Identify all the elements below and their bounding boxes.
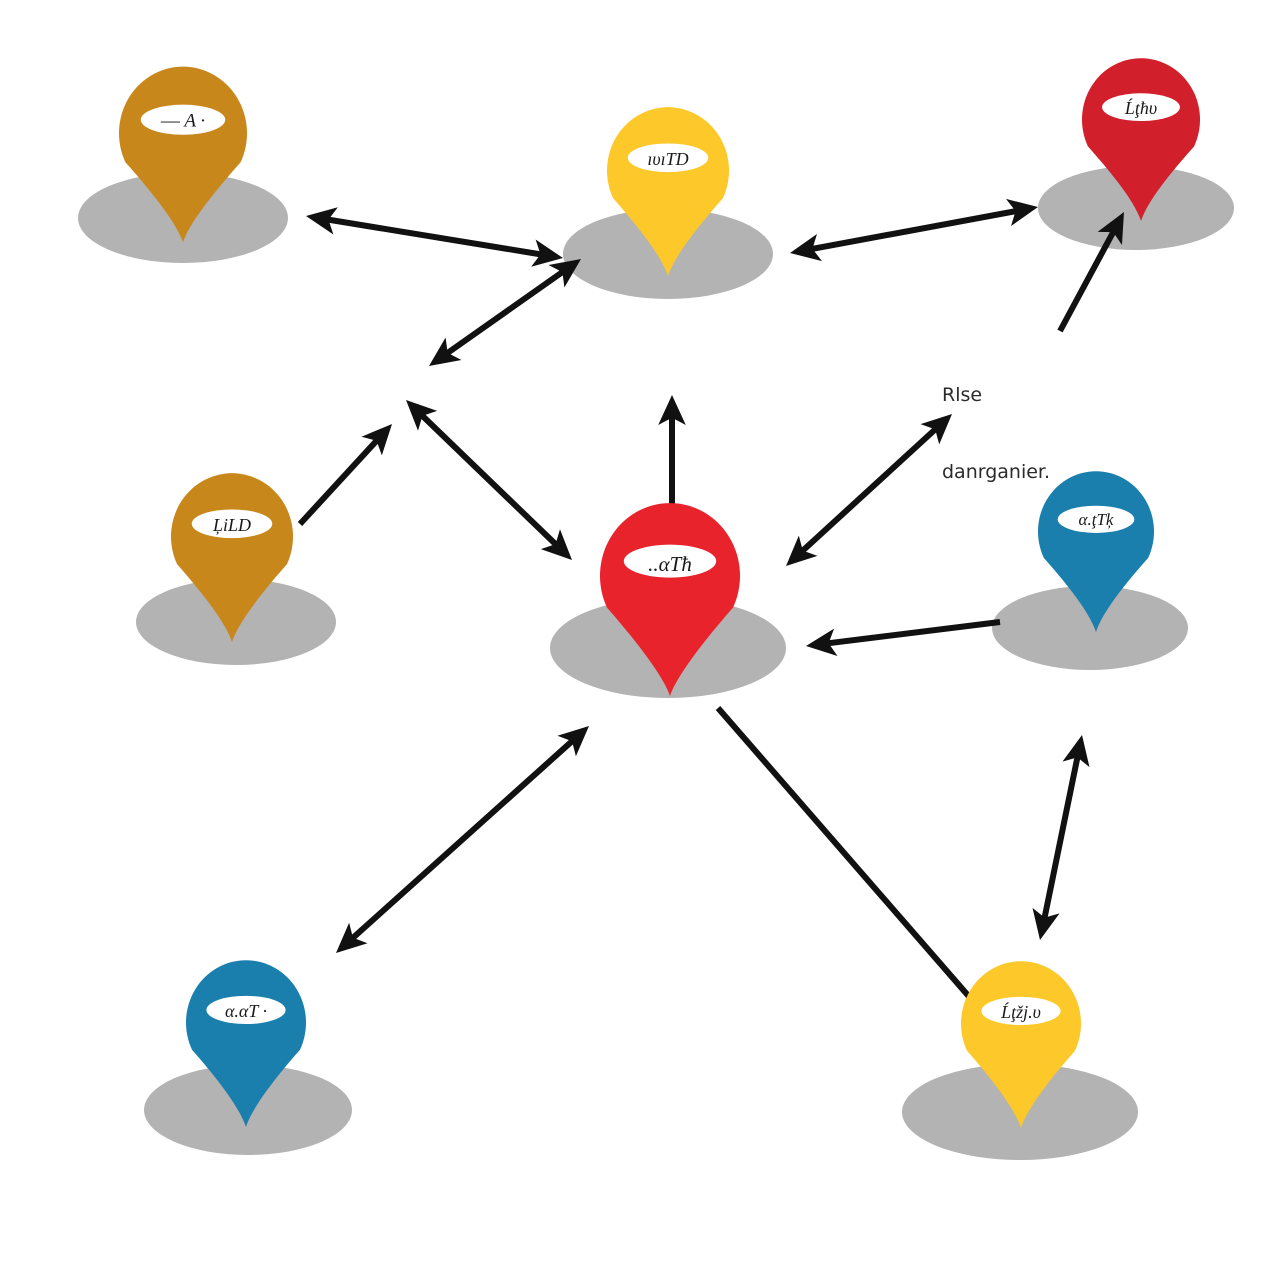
pin-label-plate [1102, 93, 1180, 122]
pin-label-plate [206, 995, 286, 1025]
map-pin-icon [186, 960, 306, 1127]
map-pin-icon [600, 503, 740, 696]
arrow-shaft [297, 437, 380, 527]
annotation-text: Rlse danrganier. [942, 332, 1050, 537]
pin-label-plate [1057, 505, 1135, 533]
pin-top-left[interactable]: –– A · [118, 66, 248, 243]
arrow-shaft [444, 268, 566, 357]
pin-center[interactable]: ..αTħ [600, 503, 740, 696]
map-pin-icon [171, 473, 293, 642]
arrow-shaft [715, 706, 975, 1002]
arrow-mid-left-to-upper-junction [297, 424, 392, 527]
arrow-shaft [799, 425, 939, 555]
pin-mid-right[interactable]: α.ţTķ [1038, 471, 1154, 632]
arrow-shaft [1041, 754, 1081, 921]
annotation-line-1: Rlse [942, 384, 983, 407]
pin-label-plate [191, 509, 273, 539]
arrow-shaft [419, 412, 559, 548]
pin-mid-left[interactable]: ĻiLD [171, 473, 293, 642]
map-pin-icon [118, 66, 248, 243]
pin-bottom-left[interactable]: α.αT · [186, 960, 306, 1127]
pin-label-plate [981, 996, 1061, 1026]
pin-top-right[interactable]: Ĺţħυ [1082, 58, 1200, 221]
map-pin-icon [1038, 471, 1154, 632]
map-pin-icon [961, 961, 1081, 1128]
pin-label-plate [627, 143, 709, 173]
arrow-shaft [1057, 229, 1117, 333]
pin-shadow [992, 586, 1188, 670]
arrow-shaft [326, 216, 543, 258]
annotation-line-2: danrganier. [942, 461, 1051, 484]
arrow-annotation-to-top-right [1057, 212, 1124, 333]
pin-top-center[interactable]: ıυıTD [607, 107, 729, 276]
arrow-shaft [349, 737, 576, 942]
map-pin-icon [1082, 58, 1200, 221]
pin-bottom-right[interactable]: Ĺţžј.υ [961, 961, 1081, 1128]
arrow-mid-right-to-bottom-right [1032, 735, 1090, 940]
arrow-center-to-upper-left-junction [406, 400, 572, 560]
arrow-shaft [826, 619, 1001, 647]
pin-label-plate [623, 544, 717, 578]
arrow-top-center-to-top-right [790, 198, 1038, 262]
arrow-mid-right-to-center [806, 619, 1001, 657]
arrow-center-to-bottom-right [715, 706, 975, 1002]
arrow-center-to-top-right [786, 414, 952, 566]
arrow-top-center-to-top-left [306, 207, 563, 267]
arrow-center-to-bottom-left [336, 726, 589, 953]
arrow-shaft [810, 207, 1018, 253]
map-pin-icon [607, 107, 729, 276]
arrow-center-to-top-center [429, 259, 581, 366]
pin-label-plate [140, 104, 226, 135]
